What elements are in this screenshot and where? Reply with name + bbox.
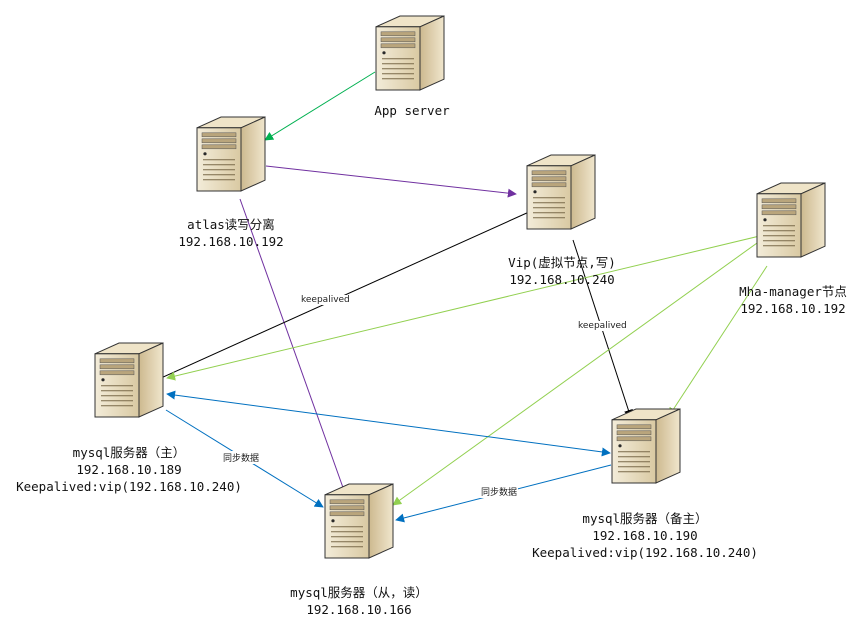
label-mha: Mha-manager节点 192.168.10.192: [728, 283, 858, 317]
mysql-master-name: mysql服务器（主）: [72, 445, 186, 460]
edge-label-keepalived-right: keepalived: [577, 321, 628, 331]
app-server-icon: [375, 15, 445, 91]
atlas-ip: 192.168.10.192: [178, 234, 284, 249]
label-mysql-backup: mysql服务器（备主） 192.168.10.190 Keepalived:v…: [520, 510, 770, 561]
edge-label-keepalived-left: keepalived: [300, 295, 351, 305]
mysql-master-ip: 192.168.10.189: [76, 462, 182, 477]
mha-ip: 192.168.10.192: [740, 301, 846, 316]
edge-master-backup-bidirectional: [166, 390, 611, 457]
edge-app-to-atlas: [264, 71, 376, 141]
atlas-name: atlas读写分离: [187, 217, 275, 232]
mysql-backup-vip: Keepalived:vip(192.168.10.240): [532, 545, 758, 560]
mysql-backup-server-icon: [611, 408, 681, 484]
vip-name: Vip(虚拟节点,写): [508, 255, 616, 270]
vip-server-icon: [526, 154, 596, 230]
label-mysql-slave: mysql服务器（从，读） 192.168.10.166: [264, 584, 454, 618]
mysql-master-server-icon: [94, 342, 164, 418]
edge-mha-to-backup: [668, 265, 768, 417]
edge-mha-to-slave: [392, 237, 765, 506]
mysql-backup-name: mysql服务器（备主）: [582, 511, 708, 526]
label-app-server: App server: [352, 102, 472, 119]
edge-atlas-to-vip: [265, 165, 517, 198]
vip-ip: 192.168.10.240: [509, 272, 615, 287]
mysql-backup-ip: 192.168.10.190: [592, 528, 698, 543]
mysql-master-vip: Keepalived:vip(192.168.10.240): [16, 479, 242, 494]
mysql-slave-server-icon: [324, 483, 394, 559]
mysql-slave-ip: 192.168.10.166: [306, 602, 412, 617]
edge-label-sync-backup: 同步数据: [480, 485, 519, 498]
mha-name: Mha-manager节点: [739, 284, 847, 299]
edge-label-sync-master: 同步数据: [222, 451, 261, 464]
label-atlas: atlas读写分离 192.168.10.192: [156, 216, 306, 250]
label-mysql-master: mysql服务器（主） 192.168.10.189 Keepalived:vi…: [4, 444, 254, 495]
label-vip: Vip(虚拟节点,写) 192.168.10.240: [482, 254, 642, 288]
mha-server-icon: [756, 182, 826, 258]
edge-mha-to-master: [166, 227, 794, 381]
app-server-name: App server: [374, 103, 450, 118]
atlas-server-icon: [196, 116, 266, 192]
mysql-slave-name: mysql服务器（从，读）: [290, 585, 428, 600]
